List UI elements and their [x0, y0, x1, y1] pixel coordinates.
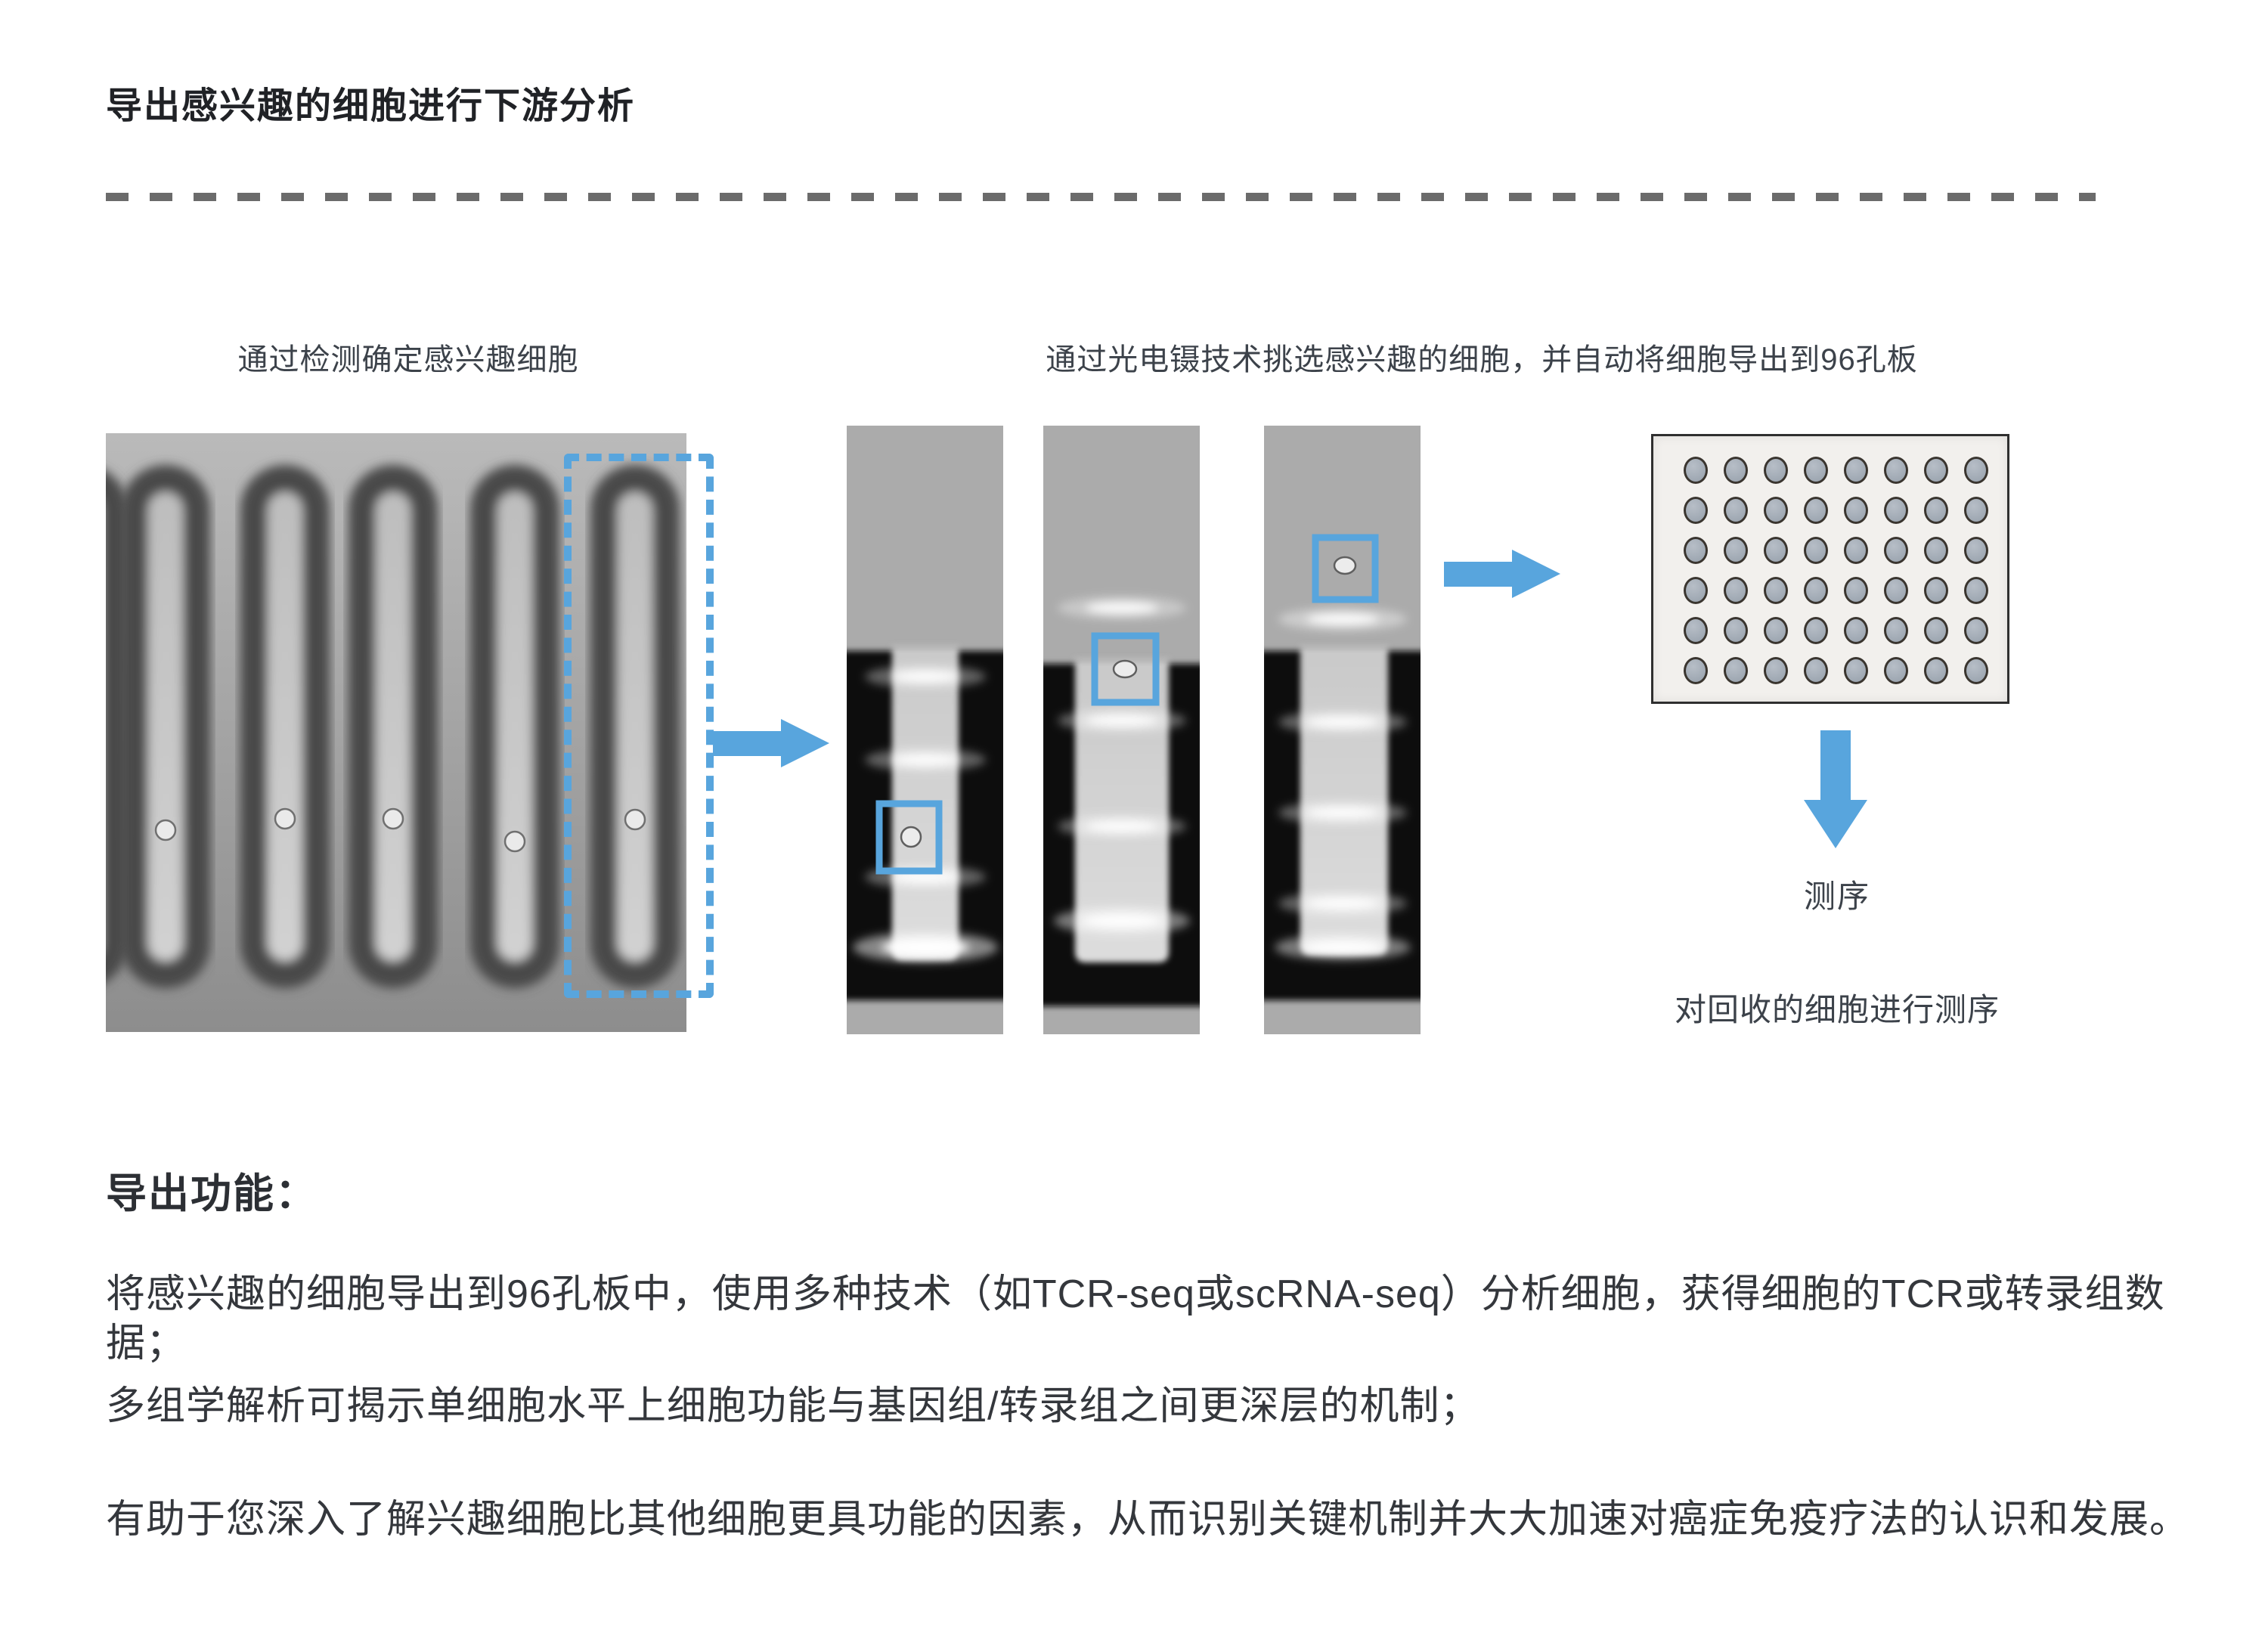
- channel-interior: [1075, 659, 1169, 962]
- plate-well: [1804, 457, 1828, 484]
- plate-well: [1764, 457, 1788, 484]
- sequencing-caption: 对回收的细胞进行测序: [1674, 992, 2000, 1027]
- plate-well: [1684, 497, 1708, 524]
- plate-well: [1884, 657, 1908, 684]
- plate-well: [1684, 617, 1708, 644]
- plate-well: [1724, 497, 1748, 524]
- plate-well: [1844, 457, 1868, 484]
- arrow-right-icon-2: [1444, 550, 1560, 598]
- plate-well: [1924, 577, 1948, 604]
- selected-cell: [1112, 659, 1138, 679]
- selection-box: [564, 454, 714, 998]
- arrow-shaft: [1820, 730, 1851, 801]
- arrow-down-icon: [1804, 730, 1867, 848]
- dashed-divider: [106, 193, 2096, 201]
- plate-well: [1724, 657, 1748, 684]
- selected-cell: [900, 826, 922, 848]
- export-paragraph-3: 有助于您深入了解兴趣细胞比其他细胞更具功能的因素，从而识别关键机制并大大加速对癌…: [106, 1498, 2190, 1542]
- well-plate: [1651, 434, 2009, 704]
- plate-well: [1764, 617, 1788, 644]
- well-plate-grid: [1653, 436, 2007, 684]
- step2-label: 通过光电镊技术挑选感兴趣的细胞，并自动将细胞导出到96孔板: [1046, 343, 1918, 377]
- plate-well: [1964, 577, 1988, 604]
- plate-well: [1844, 537, 1868, 564]
- plate-well: [1684, 457, 1708, 484]
- page-title: 导出感兴趣的细胞进行下游分析: [106, 86, 636, 126]
- plate-well: [1764, 577, 1788, 604]
- plate-well: [1844, 497, 1868, 524]
- plate-well: [1924, 457, 1948, 484]
- plate-well: [1964, 497, 1988, 524]
- plate-well: [1724, 537, 1748, 564]
- light-cage-glows: [1054, 597, 1190, 934]
- arrow-shaft: [713, 731, 782, 756]
- plate-well: [1884, 577, 1908, 604]
- light-cage-glows: [1275, 608, 1411, 960]
- plate-well: [1884, 537, 1908, 564]
- channel-panel-3: [1264, 426, 1421, 1034]
- plate-well: [1684, 537, 1708, 564]
- light-cage-glows: [853, 665, 998, 962]
- plate-well: [1804, 657, 1828, 684]
- plate-well: [1964, 457, 1988, 484]
- plate-well: [1964, 657, 1988, 684]
- plate-well: [1844, 577, 1868, 604]
- plate-well: [1884, 457, 1908, 484]
- plate-well: [1884, 617, 1908, 644]
- arrow-head: [1512, 550, 1560, 598]
- microscopy-channels-image: [106, 433, 686, 1032]
- plate-well: [1804, 497, 1828, 524]
- plate-well: [1924, 497, 1948, 524]
- detected-cells: [154, 807, 646, 853]
- selected-cell: [1333, 556, 1357, 575]
- arrow-head: [781, 719, 829, 767]
- plate-well: [1724, 577, 1748, 604]
- plate-well: [1764, 537, 1788, 564]
- channel-loops: [106, 465, 680, 988]
- plate-well: [1804, 537, 1828, 564]
- export-paragraph-2: 多组学解析可揭示单细胞水平上细胞功能与基因组/转录组之间更深层的机制；: [106, 1384, 1480, 1428]
- cell-cage-square: [1312, 534, 1379, 603]
- plate-well: [1924, 657, 1948, 684]
- sequencing-label: 测序: [1803, 879, 1870, 914]
- arrow-shaft: [1444, 562, 1514, 587]
- plate-well: [1764, 657, 1788, 684]
- plate-well: [1724, 617, 1748, 644]
- plate-well: [1924, 537, 1948, 564]
- channel-panel-1: [847, 426, 1003, 1034]
- plate-well: [1964, 537, 1988, 564]
- plate-well: [1844, 617, 1868, 644]
- plate-well: [1964, 617, 1988, 644]
- export-paragraph-1: 将感兴趣的细胞导出到96孔板中，使用多种技术（如TCR-seq或scRNA-se…: [106, 1272, 2165, 1365]
- plate-well: [1804, 577, 1828, 604]
- step1-label: 通过检测确定感兴趣细胞: [237, 343, 579, 377]
- plate-well: [1924, 617, 1948, 644]
- plate-well: [1724, 457, 1748, 484]
- channel-panel-2: [1043, 426, 1200, 1034]
- plate-well: [1804, 617, 1828, 644]
- export-section-heading: 导出功能：: [106, 1171, 318, 1216]
- plate-well: [1884, 497, 1908, 524]
- plate-well: [1684, 577, 1708, 604]
- cell-cage-square: [875, 800, 943, 875]
- plate-well: [1684, 657, 1708, 684]
- cell-cage-square: [1091, 632, 1160, 706]
- plate-well: [1764, 497, 1788, 524]
- arrow-head: [1804, 800, 1867, 848]
- plate-well: [1844, 657, 1868, 684]
- arrow-right-icon-1: [713, 719, 829, 767]
